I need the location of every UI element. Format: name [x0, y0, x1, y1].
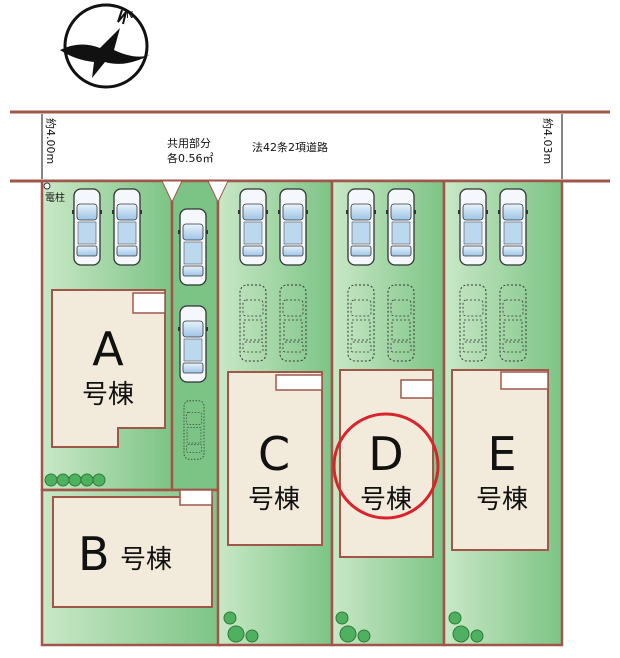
svg-text:B: B	[78, 527, 110, 581]
highlight-circle	[332, 412, 440, 520]
shared-area-label: 共用部分	[167, 136, 211, 150]
svg-text:号棟: 号棟	[82, 380, 134, 410]
house-c	[227, 371, 323, 546]
building-label-d: D 号棟	[360, 427, 412, 515]
utility-pole-icon	[43, 182, 51, 190]
svg-text:A: A	[92, 322, 124, 376]
car-icon	[178, 208, 208, 286]
svg-text:D: D	[368, 427, 403, 481]
shared-area-size: 各0.56㎡	[167, 151, 214, 165]
car-icon	[278, 188, 308, 266]
road-width-left: 約4.00m	[44, 118, 58, 164]
car-icon	[386, 188, 416, 266]
svg-text:E: E	[487, 427, 516, 481]
utility-pole-label: 電柱	[45, 191, 65, 204]
building-label-b: B 号棟	[78, 527, 172, 581]
shared-area-triangles	[161, 180, 229, 204]
svg-text:C: C	[258, 427, 290, 481]
porches	[132, 292, 549, 506]
road-label: 法42条2項道路	[252, 140, 328, 154]
car-icon	[458, 188, 488, 266]
building-label-c: C 号棟	[248, 427, 300, 515]
road: 約4.00m 約4.03m 法42条2項道路 共用部分 各0.56㎡	[10, 110, 610, 183]
svg-text:号棟: 号棟	[360, 485, 412, 515]
svg-text:号棟: 号棟	[248, 485, 300, 515]
house-b	[52, 496, 213, 608]
car-icon	[346, 188, 376, 266]
svg-text:N: N	[126, 10, 133, 21]
svg-text:号棟: 号棟	[120, 545, 172, 575]
building-label-e: E 号棟	[476, 427, 528, 515]
road-width-right: 約4.03m	[541, 118, 555, 164]
north-compass-bird-icon: N	[60, 3, 150, 89]
car-icon	[72, 188, 102, 266]
shrubs	[44, 473, 484, 643]
car-icon	[112, 188, 142, 266]
house-e	[451, 369, 549, 551]
house-a	[51, 289, 166, 448]
car-icon	[178, 305, 208, 383]
car-icon	[238, 188, 268, 266]
house-d	[339, 369, 434, 558]
svg-text:号棟: 号棟	[476, 485, 528, 515]
car-icon	[498, 188, 528, 266]
building-label-a: A 号棟	[82, 322, 134, 410]
